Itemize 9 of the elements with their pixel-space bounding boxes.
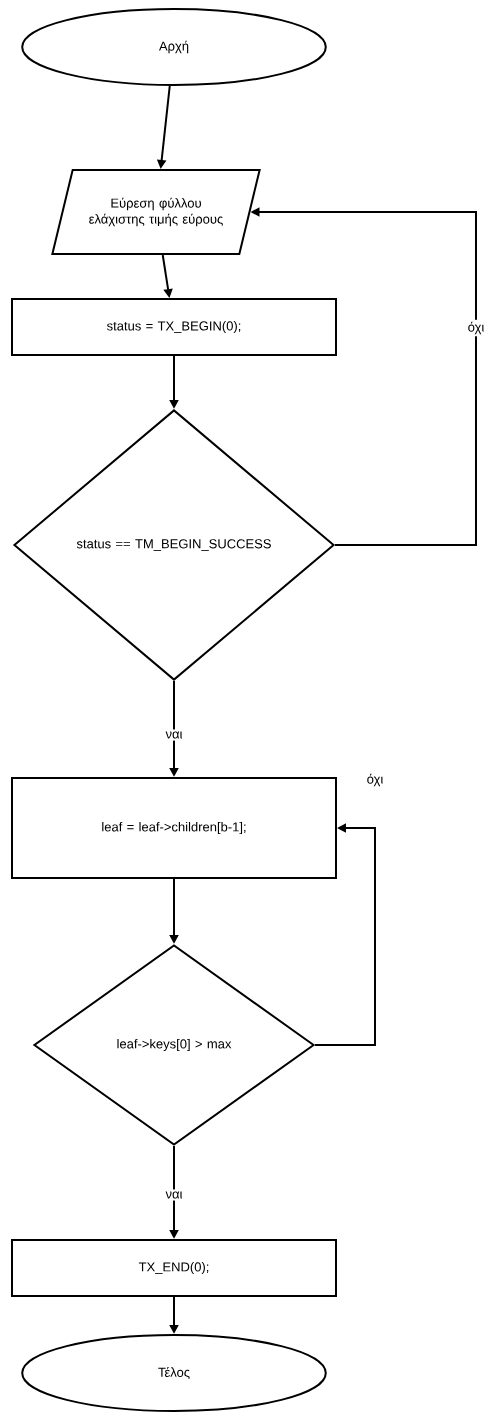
input-parallelogram: Εύρεση φύλλου ελάχιστης τιμής εύρους xyxy=(51,169,261,255)
arrow xyxy=(314,823,376,1046)
edge-label: όχι xyxy=(465,319,487,337)
process-box: leaf = leaf->children[b-1]; xyxy=(11,777,337,879)
process-box: TX_END(0); xyxy=(11,1239,337,1297)
edge-label: ναι xyxy=(163,729,185,741)
edge-label: ναι xyxy=(163,1189,185,1201)
process-box: status = TX_BEGIN(0); xyxy=(11,298,337,356)
edge-label: όχι xyxy=(364,771,386,789)
